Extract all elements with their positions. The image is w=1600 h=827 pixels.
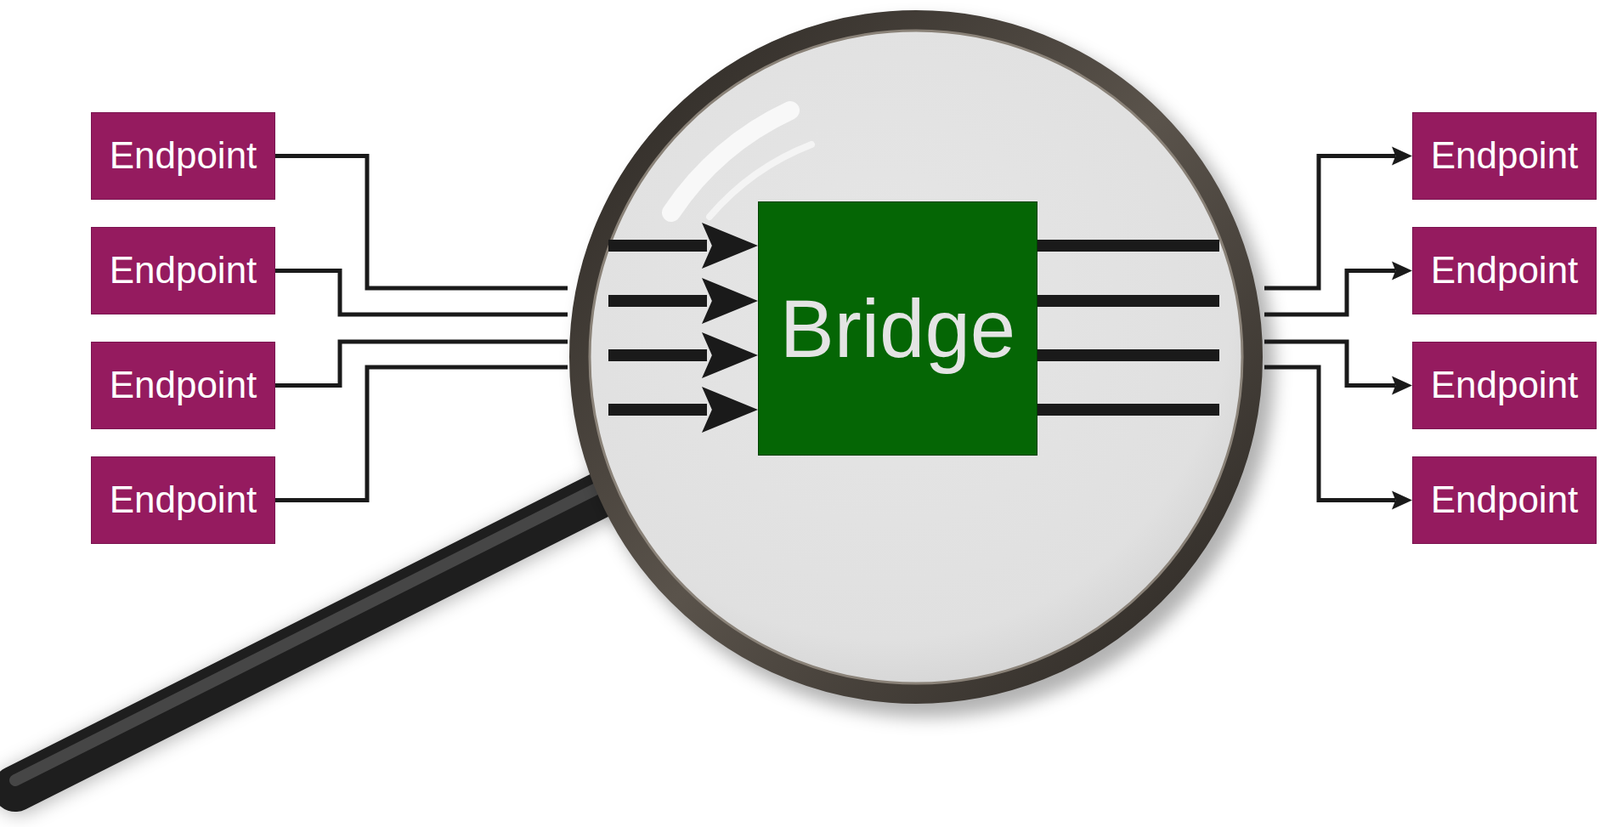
endpoint-box: Endpoint [90,456,276,544]
endpoint-box: Endpoint [1412,456,1597,544]
endpoint-label: Endpoint [1430,364,1579,406]
endpoint-box: Endpoint [90,341,276,430]
lens-inner-edge [589,30,1243,684]
wire-outside [1264,367,1396,501]
endpoint-box: Endpoint [1412,341,1597,430]
endpoint-label: Endpoint [1430,249,1579,291]
arrow-head [1391,376,1413,396]
signal-connector [275,156,758,289]
wire-magnified [608,239,707,252]
wire-magnified [1037,239,1220,252]
wire-outside [275,271,568,316]
signal-connector [1037,341,1413,396]
arrow-head [1391,146,1413,166]
arrow-head [701,332,758,379]
endpoint-label: Endpoint [109,364,258,406]
bridge-label: Bridge [780,283,1017,374]
lens-rim [579,20,1253,694]
signal-connector [275,367,758,501]
lens-shadow [577,20,1275,718]
endpoint-box: Endpoint [90,112,276,200]
arrow-head [1391,261,1413,281]
signal-connector [275,332,758,386]
wire-magnified [608,294,707,307]
endpoint-box: Endpoint [1412,112,1597,200]
arrow-head [701,386,758,433]
bridge-box: Bridge [757,201,1038,456]
signal-connector [275,271,758,325]
endpoint-label: Endpoint [109,479,258,521]
wire-outside [275,367,568,501]
arrow-head [701,277,758,324]
wire-outside [1264,156,1396,289]
wire-outside [275,156,568,289]
endpoint-label: Endpoint [109,249,258,291]
wire-outside [1264,271,1396,316]
wire-magnified [1037,349,1220,362]
endpoint-box: Endpoint [90,226,276,315]
wire-magnified [608,349,707,362]
signal-connector [1037,146,1413,289]
wire-outside [275,341,568,386]
signal-connector [1037,261,1413,316]
endpoint-box: Endpoint [1412,226,1597,315]
arrow-head [1391,491,1413,510]
wire-magnified [608,403,707,416]
endpoint-label: Endpoint [1430,135,1579,176]
signal-connector [1037,367,1413,510]
wire-magnified [1037,294,1220,307]
endpoint-label: Endpoint [1430,479,1579,521]
endpoint-label: Endpoint [109,135,258,176]
arrow-head [701,222,758,269]
wire-magnified [1037,403,1220,416]
wire-outside [1264,341,1396,386]
